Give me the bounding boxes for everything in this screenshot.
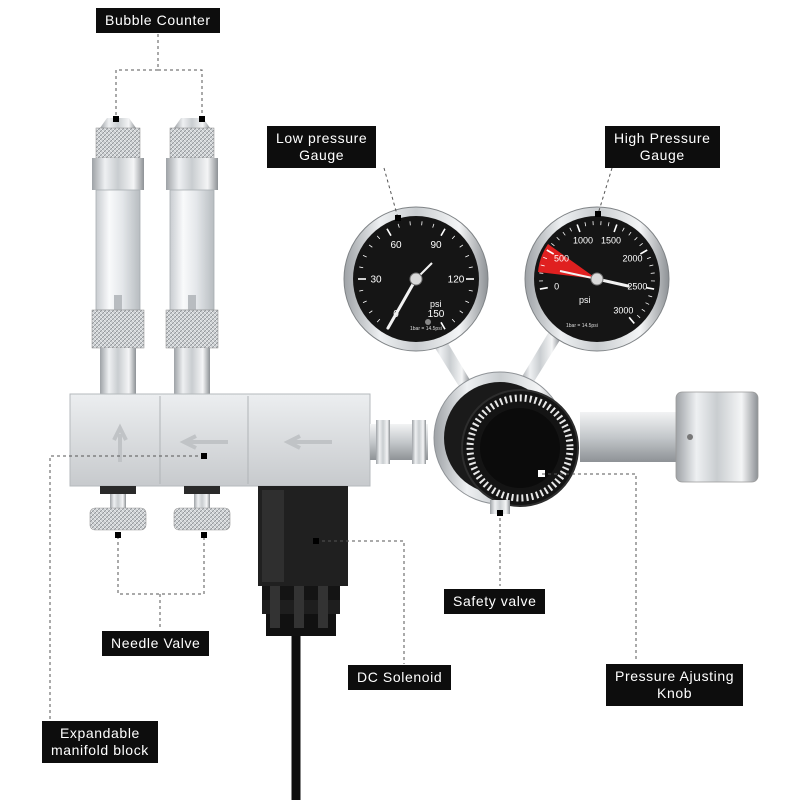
high-gauge-unit: psi — [579, 295, 591, 305]
dc-solenoid-label-text: DC Solenoid — [357, 669, 443, 685]
gauge-minor-tick — [607, 222, 610, 227]
high-gauge-tick-label-1500: 1500 — [601, 236, 621, 246]
high-pressure-gauge: 0 500 1000 1500 2000 2500 3000 psi 1bar … — [524, 206, 670, 352]
gauge-minor-tick — [649, 264, 654, 267]
gauge-minor-tick — [465, 255, 470, 258]
gauge-minor-tick — [359, 289, 364, 292]
gauge-minor-tick — [556, 237, 560, 241]
high-pressure-gauge-label-line2: Gauge — [639, 147, 685, 163]
gauge-minor-tick — [465, 300, 470, 303]
high-gauge-tick-label-1000: 1000 — [573, 236, 593, 246]
low-pressure-gauge-label-line1: Low pressure — [276, 130, 368, 146]
gauge-minor-tick — [634, 237, 638, 241]
high-gauge-tick-label-2000: 2000 — [622, 254, 642, 264]
high-gauge-tick-label-500: 500 — [554, 254, 569, 264]
gauge-minor-tick — [451, 318, 456, 323]
gauge-major-tick — [539, 286, 548, 290]
gauge-minor-tick — [621, 227, 625, 232]
bubble-counter-label-text: Bubble Counter — [105, 12, 211, 28]
low-pressure-gauge-label-line2: Gauge — [299, 147, 345, 163]
gauge-minor-tick — [628, 231, 632, 236]
needle-valve-left — [89, 486, 147, 531]
gauge-major-tick — [646, 286, 655, 290]
gauge-minor-tick — [359, 266, 364, 269]
low-gauge-tick-label-60: 60 — [390, 240, 402, 251]
gauge-major-tick — [440, 228, 446, 237]
dc-solenoid-label: DC Solenoid — [348, 665, 452, 690]
leader-lines — [49, 34, 637, 720]
gauge-minor-tick — [584, 222, 587, 227]
gauge-minor-tick — [540, 264, 545, 267]
pressure-adjusting-knob — [461, 389, 579, 507]
gauge-minor-tick — [562, 231, 566, 236]
expandable-manifold-block-label-line1: Expandable — [59, 725, 140, 741]
needle-valve-label-text: Needle Valve — [111, 635, 201, 651]
gauge-major-tick — [546, 249, 555, 255]
gauge-major-tick — [576, 224, 581, 233]
needle-valve-right — [173, 486, 231, 531]
high-pressure-gauge-label-line1: High Pressure — [614, 130, 711, 146]
gauge-minor-tick — [468, 266, 473, 269]
low-gauge-tick-label-150: 150 — [428, 309, 445, 320]
gauge-minor-tick — [362, 255, 367, 258]
low-pressure-gauge: 0 30 60 90 120 150 psi 1bar = 14.5psi — [343, 206, 489, 352]
low-gauge-tick-label-120: 120 — [448, 275, 465, 286]
gauge-minor-tick — [362, 300, 367, 303]
bubble-counter-label: Bubble Counter — [96, 8, 220, 33]
bubble-counter-right — [165, 118, 219, 396]
low-gauge-tick-label-30: 30 — [370, 275, 382, 286]
gauge-minor-tick — [648, 295, 653, 298]
gauge-minor-tick — [636, 314, 641, 319]
low-gauge-tick-label-90: 90 — [430, 240, 442, 251]
gauge-major-tick — [628, 316, 635, 324]
gauge-major-tick — [613, 224, 618, 233]
pressure-adjusting-knob-label-line1: Pressure Ajusting — [615, 668, 735, 684]
gauge-minor-tick — [376, 318, 381, 323]
high-gauge-tick-label-2500: 2500 — [627, 281, 647, 291]
gauge-minor-tick — [368, 310, 373, 314]
low-pressure-gauge-label: Low pressure Gauge — [267, 126, 377, 168]
gauge-minor-tick — [468, 289, 473, 292]
high-gauge-note: 1bar = 14.5psi — [566, 323, 598, 329]
gauge-minor-tick — [639, 242, 643, 247]
pressure-adjusting-knob-label: Pressure Ajusting Knob — [606, 664, 744, 706]
manifold-connector — [370, 420, 428, 464]
manifold-block — [69, 393, 371, 487]
gauge-minor-tick — [641, 308, 646, 312]
safety-valve-label-text: Safety valve — [453, 593, 537, 609]
gauge-minor-tick — [432, 223, 435, 228]
high-pressure-gauge-label: High Pressure Gauge — [605, 126, 720, 168]
low-gauge-note: 1bar = 14.5psi — [410, 326, 442, 332]
gauge-minor-tick — [646, 256, 651, 260]
gauge-minor-tick — [397, 223, 400, 228]
bubble-counter-left — [91, 118, 145, 396]
expandable-manifold-block-label: Expandable manifold block — [42, 721, 158, 763]
gauge-minor-tick — [543, 256, 548, 260]
gauge-minor-tick — [551, 242, 555, 247]
gauge-minor-tick — [459, 244, 464, 248]
dc-solenoid — [258, 486, 348, 800]
leader-dots — [113, 116, 601, 544]
pressure-adjusting-knob-label-line2: Knob — [657, 685, 693, 701]
gauge-minor-tick — [376, 235, 381, 240]
needle-valve-label: Needle Valve — [102, 631, 210, 656]
gauge-major-tick — [639, 249, 648, 255]
safety-valve — [490, 500, 510, 514]
gauge-minor-tick — [451, 235, 456, 240]
high-gauge-tick-label-0: 0 — [554, 281, 559, 291]
high-gauge-tick-label-3000: 3000 — [613, 306, 633, 316]
gauge-minor-tick — [645, 302, 650, 305]
expandable-manifold-block-label-line2: manifold block — [51, 742, 149, 758]
low-gauge-unit: psi — [430, 299, 442, 309]
safety-valve-label: Safety valve — [444, 589, 546, 614]
gauge-minor-tick — [368, 244, 373, 248]
gauge-minor-tick — [459, 310, 464, 314]
gauge-minor-tick — [569, 227, 573, 232]
gauge-major-tick — [386, 228, 392, 237]
gauge-major-tick — [440, 321, 446, 330]
